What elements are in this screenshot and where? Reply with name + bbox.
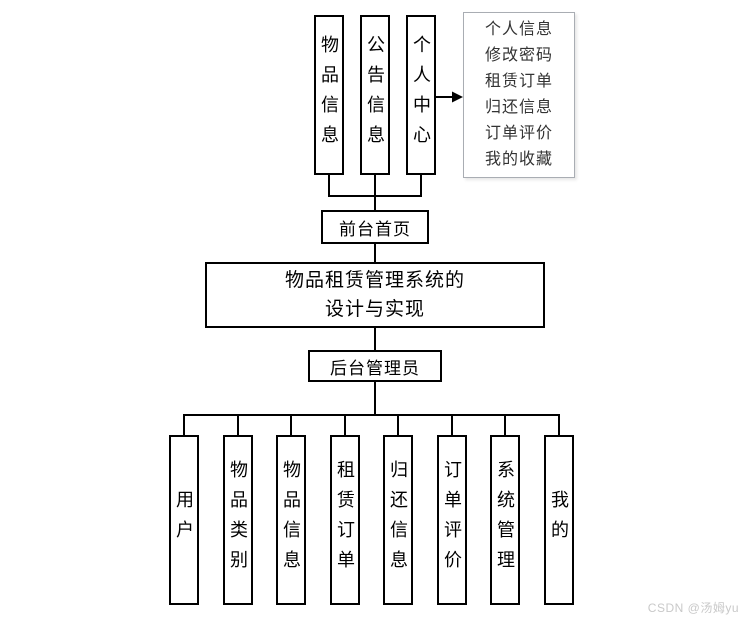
front-home-box: 前台首页	[321, 210, 429, 244]
front-module-item-info: 物品信息	[314, 15, 344, 175]
box-label: 归还信息	[388, 460, 408, 580]
personal-center-menu-item: 租赁订单	[484, 73, 553, 90]
personal-center-menu: 个人信息 修改密码 租赁订单 归还信息 订单评价 我的收藏	[463, 12, 575, 178]
backend-admin-box: 后台管理员	[308, 350, 442, 382]
box-label: 物品类别	[228, 460, 248, 580]
main-title-line1: 物品租赁管理系统的	[284, 269, 465, 291]
backend-module-item-info: 物品信息	[276, 435, 306, 605]
backend-module-user: 用户	[169, 435, 199, 605]
box-label: 后台管理员	[330, 358, 420, 378]
box-label: 物品信息	[319, 35, 339, 155]
box-label: 系统管理	[495, 460, 515, 580]
personal-center-menu-item: 我的收藏	[484, 151, 553, 168]
box-label: 我的	[549, 490, 569, 550]
box-label: 前台首页	[339, 219, 411, 239]
backend-module-mine: 我的	[544, 435, 574, 605]
box-label: 租赁订单	[335, 460, 355, 580]
backend-module-order-review: 订单评价	[437, 435, 467, 605]
backend-module-system-management: 系统管理	[490, 435, 520, 605]
personal-center-menu-item: 修改密码	[484, 47, 553, 64]
personal-center-menu-item: 个人信息	[484, 21, 553, 38]
personal-center-menu-item: 归还信息	[484, 99, 553, 116]
main-title-line2: 设计与实现	[324, 299, 425, 320]
box-label: 订单评价	[442, 460, 462, 580]
box-label: 用户	[174, 490, 194, 550]
arrow-right-icon	[452, 91, 463, 103]
main-title-box: 物品租赁管理系统的 设计与实现	[205, 262, 545, 328]
backend-module-return-info: 归还信息	[383, 435, 413, 605]
box-label: 物品信息	[281, 460, 301, 580]
box-label: 个人中心	[411, 35, 431, 155]
personal-center-menu-item: 订单评价	[484, 125, 553, 142]
backend-module-rental-order: 租赁订单	[330, 435, 360, 605]
backend-module-item-category: 物品类别	[223, 435, 253, 605]
watermark: CSDN @汤姆yu	[647, 601, 739, 615]
front-module-personal-center: 个人中心	[406, 15, 436, 175]
front-module-announcement: 公告信息	[360, 15, 390, 175]
box-label: 公告信息	[365, 35, 385, 155]
